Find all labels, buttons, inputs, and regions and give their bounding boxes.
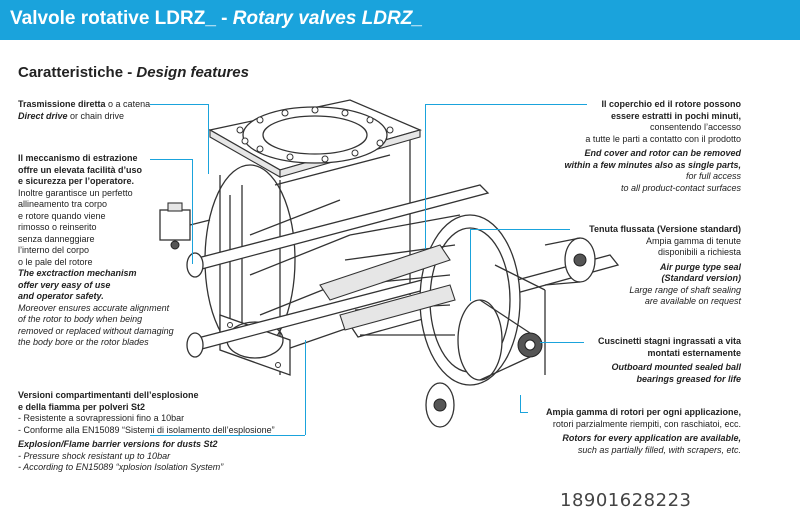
rail-end-caps — [186, 252, 455, 428]
callout-line-bearings — [540, 342, 584, 343]
page-title: Valvole rotative LDRZ_ - Rotary valves L… — [10, 8, 423, 29]
callout-line-rotors-h — [520, 412, 528, 413]
feature-seal: Tenuta flussata (Versione standard) Ampi… — [589, 224, 741, 306]
feature-bearings: Cuscinetti stagni ingrassati a vita mont… — [597, 336, 741, 384]
callout-line-rotors — [520, 395, 521, 413]
rotary-valve-drawing — [159, 99, 620, 428]
callout-line-extraction — [150, 159, 192, 160]
section-title: Caratteristiche - Design features — [18, 64, 249, 81]
inlet-flange — [208, 99, 422, 178]
callout-line-drive — [150, 104, 208, 105]
callout-line-explosion-h — [150, 435, 305, 436]
callout-line-cover-v — [425, 104, 426, 249]
callout-line-seal-v — [470, 229, 471, 301]
callout-line-cover — [425, 104, 587, 105]
phone-number: 18901628223 — [560, 490, 692, 511]
callout-line-drive-v — [208, 104, 209, 174]
callout-line-extraction-v — [192, 159, 193, 264]
feature-explosion: Versioni compartimentanti dell’esplosion… — [18, 390, 275, 472]
end-cover — [457, 264, 546, 381]
feature-drive: Trasmissione diretta o a catena Direct d… — [18, 99, 151, 121]
header-banner: Valvole rotative LDRZ_ - Rotary valves L… — [0, 0, 800, 40]
callout-line-seal — [470, 229, 570, 230]
feature-rotors: Ampia gamma di rotori per ogni applicazi… — [545, 407, 741, 455]
drive-shaft — [159, 202, 211, 250]
support-cylinder — [544, 237, 596, 286]
callout-line-explosion — [305, 340, 306, 435]
feature-cover: Il coperchio ed il rotore possono essere… — [564, 99, 741, 193]
feature-extraction: Il meccanismo di estrazione offre un ele… — [18, 153, 174, 347]
